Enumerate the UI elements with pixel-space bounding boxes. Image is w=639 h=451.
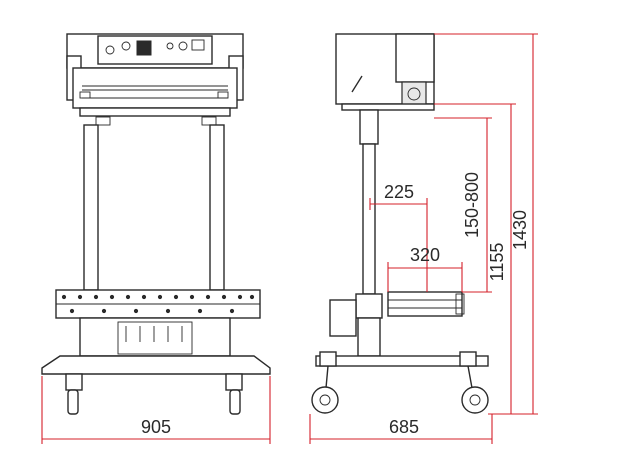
side-left-wheel [311, 386, 339, 414]
side-conveyor-belt [387, 291, 463, 317]
side-handle [351, 75, 363, 93]
front-right-column [209, 124, 225, 291]
side-conveyor-block [355, 293, 383, 319]
side-view [311, 33, 489, 414]
side-head-gearbox [401, 81, 427, 107]
panel-switch-icon [166, 42, 174, 50]
front-cabinet [79, 317, 231, 357]
panel-knob-icon [105, 45, 115, 55]
panel-display-icon [136, 40, 152, 56]
side-motor-box [329, 299, 357, 337]
label-side-depth: 685 [389, 417, 419, 437]
side-left-caster-mount [319, 351, 337, 367]
label-platform-height: 1155 [487, 243, 507, 282]
front-collar [79, 107, 231, 117]
side-right-caster-mount [459, 351, 477, 367]
dimension-lines [41, 33, 538, 444]
sealing-frame [72, 67, 238, 109]
side-base [315, 355, 489, 367]
front-base [41, 355, 271, 375]
front-left-wheel [67, 389, 79, 415]
side-right-wheel [461, 386, 489, 414]
panel-knob-icon [178, 41, 188, 51]
panel-knob-icon [121, 41, 131, 51]
front-left-caster-mount [65, 373, 83, 391]
panel-button-icon [191, 39, 205, 51]
front-right-caster-mount [225, 373, 243, 391]
label-height-range: 150-800 [462, 172, 482, 238]
front-right-wheel [229, 389, 241, 415]
label-front-width: 905 [141, 417, 171, 437]
label-total-height: 1430 [510, 210, 530, 250]
side-head-base [341, 103, 435, 111]
side-head-motor [395, 33, 435, 83]
front-left-column [83, 124, 99, 291]
side-lower-column [357, 317, 381, 357]
label-conveyor-width: 320 [410, 245, 440, 265]
side-column [362, 143, 376, 295]
front-view [41, 33, 271, 415]
label-conveyor-offset: 225 [384, 182, 414, 202]
side-column-collar [359, 109, 379, 145]
